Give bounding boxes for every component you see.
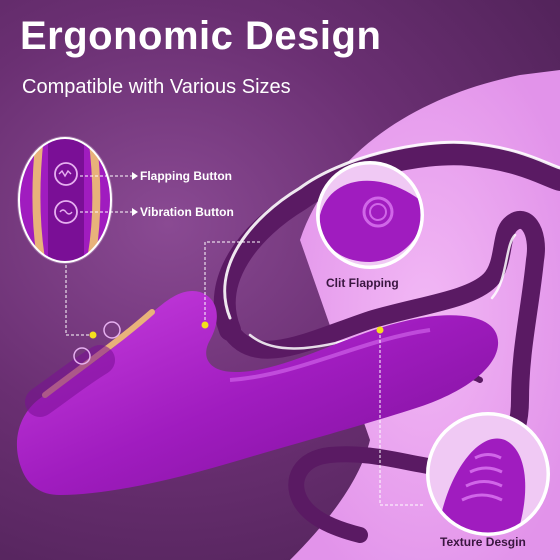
leader-lines	[65, 175, 425, 506]
clit-flapping-label: Clit Flapping	[326, 276, 399, 290]
leader-dots	[89, 321, 384, 339]
clit-flapping-inset	[316, 161, 424, 269]
flapping-icon	[54, 162, 78, 186]
vibration-button-label: Vibration Button	[140, 205, 234, 219]
page-title: Ergonomic Design	[20, 14, 382, 58]
button-zoom-inset	[17, 136, 113, 264]
device-button-flap	[73, 347, 91, 365]
leader-arrows	[132, 172, 138, 216]
device-button-vibrate	[103, 321, 121, 339]
flapping-button-label: Flapping Button	[140, 169, 232, 183]
texture-design-label: Texture Desgin	[440, 535, 526, 549]
vibration-icon	[54, 200, 78, 224]
device-body	[16, 290, 499, 495]
texture-inset	[426, 412, 550, 536]
page-subtitle: Compatible with Various Sizes	[22, 76, 291, 98]
